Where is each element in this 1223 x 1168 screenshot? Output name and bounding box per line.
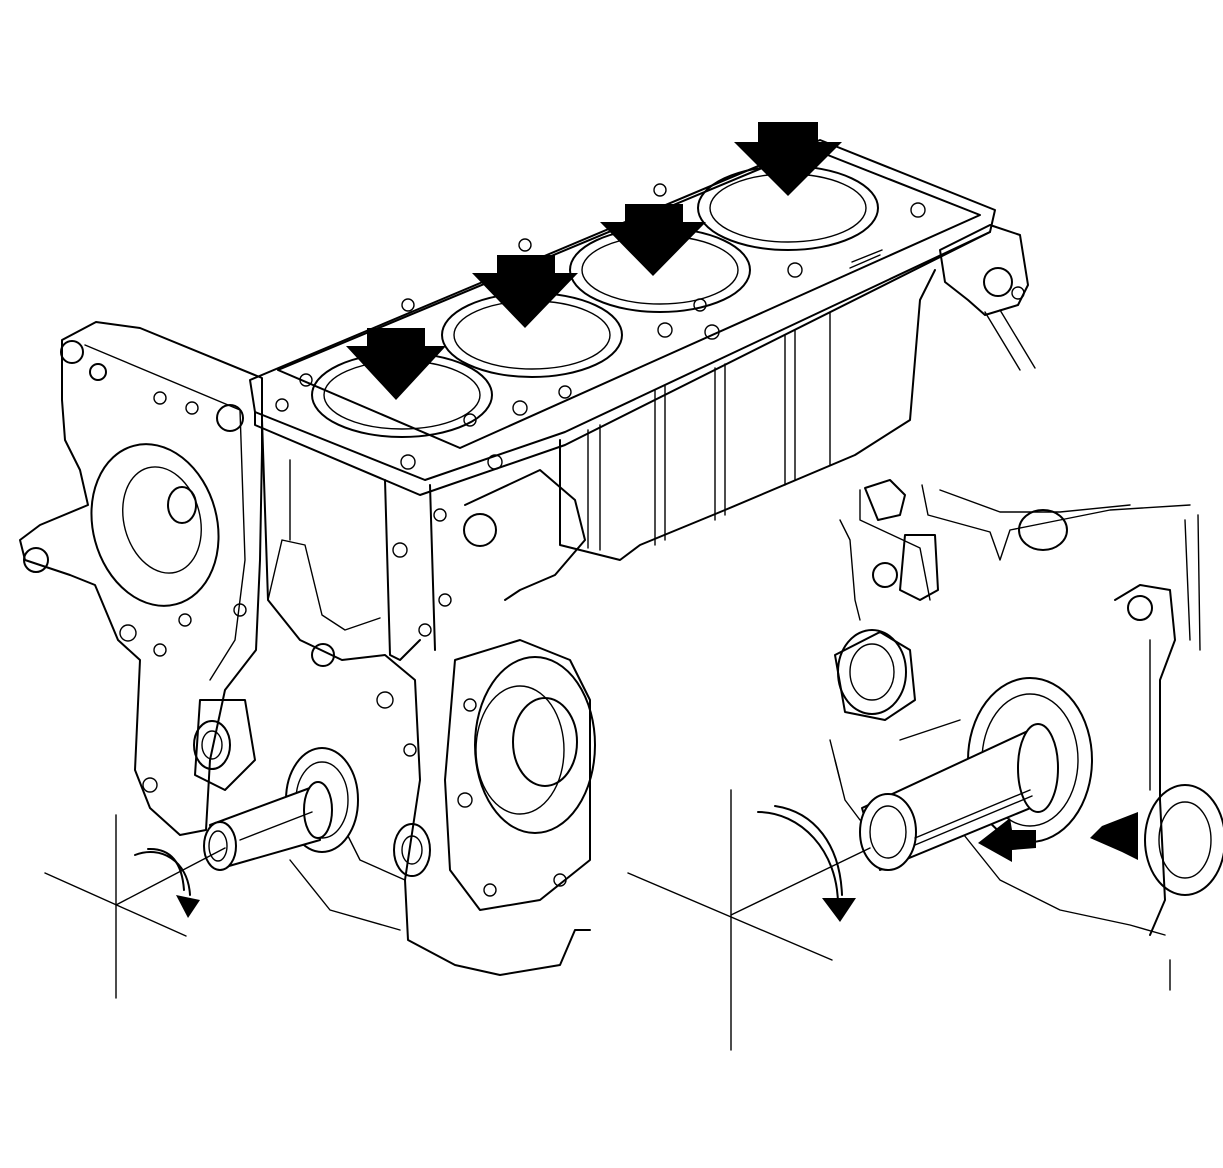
reference-axes-right [627,789,871,1051]
down-arrow-4 [734,122,842,196]
seal-seating-arrows [978,812,1138,862]
detail-block-outline [829,479,1223,991]
engine-block-main-view [19,122,1036,999]
seating-arrow-right [1090,812,1138,860]
crankshaft-snout-right [859,677,1093,871]
crankshaft-snout-left [203,747,359,871]
rotation-arrow-right [757,805,856,922]
down-arrow-3 [600,204,706,276]
down-arrow-2 [472,255,578,328]
bellhousing-flange [19,321,263,836]
seating-arrow-left [978,818,1036,862]
deck-gasket [275,147,981,470]
cylinder-block-body [193,139,1036,976]
rotation-arrow-left [134,847,200,918]
crankshaft-detail-view [627,479,1223,1051]
cylinder-press-arrows [346,122,842,400]
reference-axes-left [44,814,226,999]
down-arrow-1 [346,328,446,400]
